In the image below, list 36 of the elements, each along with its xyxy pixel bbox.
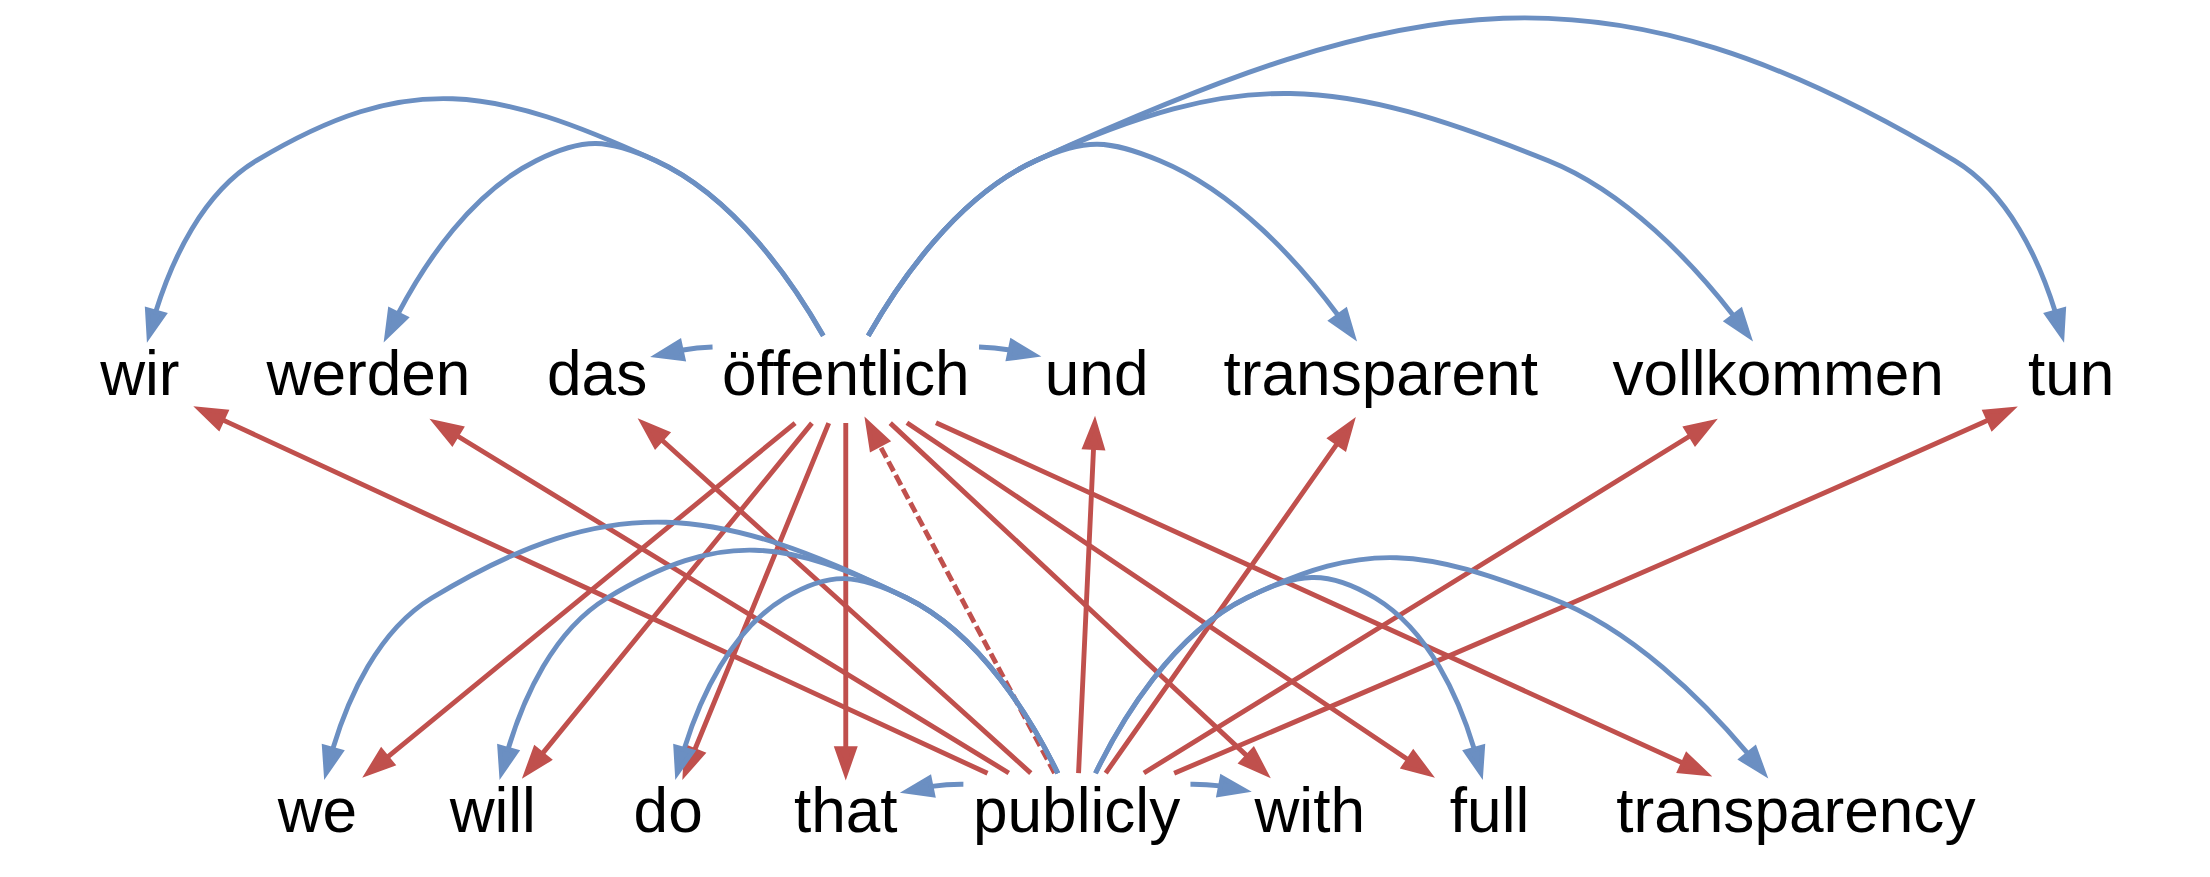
- node-text: do: [633, 776, 703, 846]
- arrow: [428, 418, 1010, 776]
- arrow: [863, 416, 1057, 775]
- arrow: [934, 420, 1712, 777]
- arrow: [833, 423, 858, 781]
- node-text: wir: [99, 338, 180, 408]
- arrow: [1142, 418, 1718, 776]
- node-text: transparent: [1223, 338, 1538, 408]
- arrow: [899, 774, 963, 798]
- arrow: [1092, 555, 1768, 779]
- arrow: [888, 421, 1271, 779]
- arrow: [1172, 406, 2018, 776]
- arrow: [1189, 773, 1252, 798]
- arrow: [865, 15, 2066, 343]
- arrow: [1075, 415, 1105, 774]
- arrow: [383, 141, 825, 343]
- node-text: öffentlich: [721, 338, 970, 408]
- node-text: tun: [2027, 338, 2114, 408]
- arrow: [637, 418, 1032, 775]
- node-text: with: [1253, 776, 1365, 846]
- node-text: transparency: [1615, 776, 1976, 846]
- arrow: [1103, 417, 1356, 775]
- arrow: [192, 406, 989, 776]
- arrow: [649, 338, 713, 362]
- arrow: [978, 337, 1041, 362]
- arrow: [905, 420, 1435, 778]
- node-text: das: [546, 338, 647, 408]
- node-text: werden: [266, 338, 470, 408]
- node-text: we: [277, 776, 357, 846]
- node-text: will: [449, 776, 536, 846]
- arrow: [144, 96, 825, 343]
- node-text: full: [1449, 776, 1529, 846]
- node-text: that: [793, 776, 898, 846]
- node-text: publicly: [972, 776, 1180, 846]
- node-text: vollkommen: [1611, 338, 1944, 408]
- node-text: und: [1044, 338, 1148, 408]
